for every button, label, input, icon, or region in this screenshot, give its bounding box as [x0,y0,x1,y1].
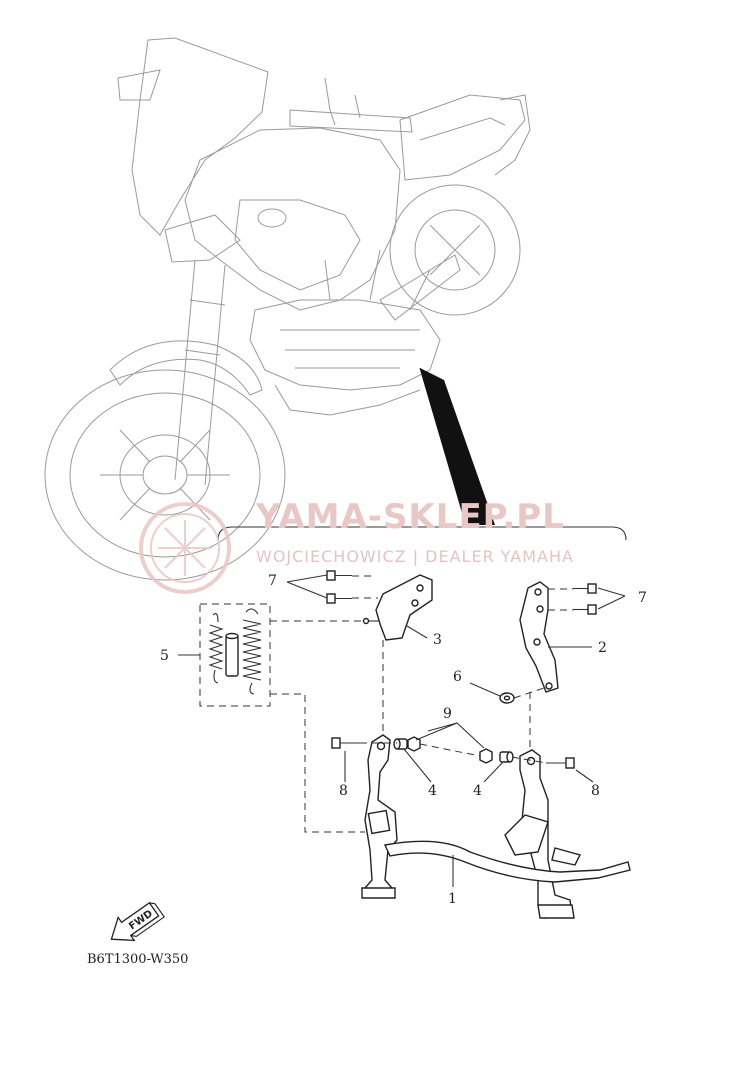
watermark-logo [139,502,231,594]
part-nut-left[interactable] [407,736,421,752]
part-bolt-right[interactable] [546,757,575,769]
callout-7-left: 7 [268,573,277,589]
part-bracket-left[interactable] [362,574,433,641]
part-bolts-right[interactable] [573,583,597,615]
assembly-lines [270,575,573,833]
callout-5: 5 [160,648,169,664]
callout-4-right: 4 [473,783,482,799]
diagram-code: B6T1300-W350 [87,952,188,967]
part-nut-right[interactable] [479,748,493,764]
callout-2: 2 [598,640,607,656]
callout-6: 6 [453,669,462,685]
detail-frame [217,526,627,541]
callout-7-right: 7 [638,590,647,606]
callout-8-left: 8 [339,783,348,799]
callout-3: 3 [433,632,442,648]
motorcycle-outline-drawing [44,37,531,581]
fwd-arrow-icon: FWD [110,901,165,942]
part-bolt-left[interactable] [331,737,360,749]
watermark-title: YAMA-SKLEP.PL [255,497,565,537]
part-collar-right[interactable] [499,751,514,763]
callout-4-left: 4 [428,783,437,799]
leader-lines [178,574,626,887]
watermark: YAMA-SKLEP.PL WOJCIECHOWICZ | DEALER YAM… [139,497,574,594]
part-spring-kit[interactable] [199,603,271,707]
part-collar-left[interactable] [393,738,408,750]
detail-pointer-line [419,367,467,526]
watermark-subtitle: WOJCIECHOWICZ | DEALER YAMAHA [256,547,574,566]
callout-9: 9 [443,706,452,722]
detail-pointer-wedge [420,368,495,525]
part-washer[interactable] [499,692,515,704]
part-bracket-right[interactable] [519,581,559,693]
callouts: 7 7 3 2 5 6 9 8 4 4 8 1 [160,573,647,907]
part-main-stand[interactable] [361,734,631,919]
callout-1: 1 [448,891,457,907]
part-bolts-left[interactable] [326,570,352,604]
callout-8-right: 8 [591,783,600,799]
